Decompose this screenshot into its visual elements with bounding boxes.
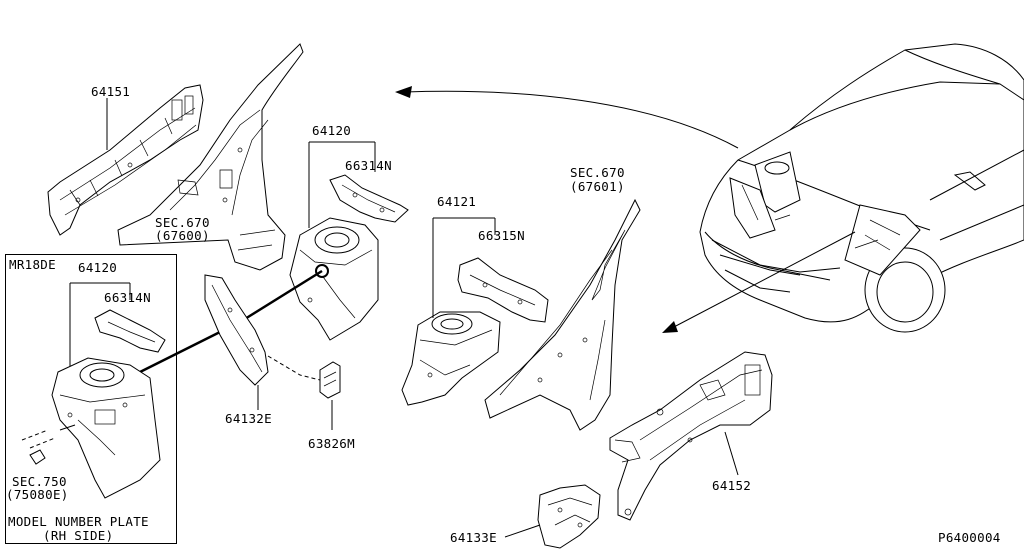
part-66314n xyxy=(329,174,409,223)
part-64151 xyxy=(47,84,204,236)
inset-plate-line2: (RH SIDE) xyxy=(43,528,114,543)
arrow-upper xyxy=(404,90,739,149)
label-sec670-right: SEC.670 xyxy=(570,165,625,180)
diagram-code: P6400004 xyxy=(938,530,1001,545)
part-64132e xyxy=(204,274,269,386)
inset-label-sec750-code: (75080E) xyxy=(6,487,69,502)
part-63826m xyxy=(319,361,341,399)
inset-mr18de xyxy=(5,254,177,544)
label-64151: 64151 xyxy=(91,84,131,99)
label-sec670-right-code: (67601) xyxy=(570,179,625,194)
label-64121: 64121 xyxy=(437,194,477,209)
inset-label-66314n: 66314N xyxy=(104,290,151,305)
inset-plate-line1: MODEL NUMBER PLATE xyxy=(8,514,149,529)
label-sec670-left-code: (67600) xyxy=(155,228,210,243)
label-66314n: 66314N xyxy=(345,158,392,173)
label-64132e: 64132E xyxy=(225,411,272,426)
label-sec670-left: SEC.670 xyxy=(155,215,210,230)
inset-label-64120: 64120 xyxy=(78,260,118,275)
arrow-lower xyxy=(671,231,856,329)
label-64133e: 64133E xyxy=(450,530,497,545)
part-64120 xyxy=(289,217,379,341)
inset-engine-label: MR18DE xyxy=(9,257,56,272)
part-64152 xyxy=(609,351,773,521)
part-66315n xyxy=(457,257,549,323)
inset-label-sec750: SEC.750 xyxy=(12,474,67,489)
label-64152: 64152 xyxy=(712,478,752,493)
part-64121 xyxy=(401,311,501,406)
label-63826m: 63826M xyxy=(308,436,355,451)
label-66315n: 66315N xyxy=(478,228,525,243)
car-illustration xyxy=(699,43,1024,333)
part-64133e xyxy=(537,484,601,549)
label-64120: 64120 xyxy=(312,123,352,138)
part-sec670-left xyxy=(117,43,304,271)
part-sec670-right xyxy=(484,198,641,431)
inset-drawing xyxy=(21,282,166,499)
